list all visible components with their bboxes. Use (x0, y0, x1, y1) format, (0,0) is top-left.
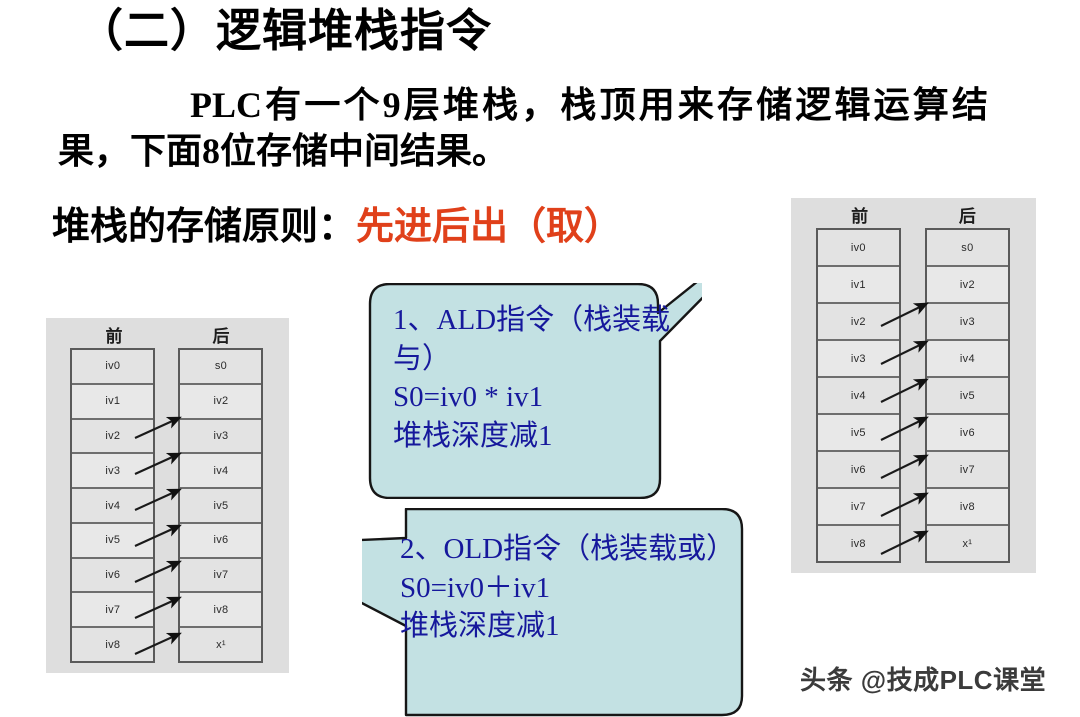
ald-callout-title: 1、ALD指令（栈装载与） (393, 304, 671, 375)
ald-after-column-heading: 后 (958, 207, 976, 226)
ald-before-cell: iv1 (817, 267, 900, 304)
storage-principle-line: 堆栈的存储原则：先进后出（取） (52, 205, 622, 251)
old-callout: 2、OLD指令（栈装载或） S0=iv0＋iv1 堆栈深度减1 (362, 508, 744, 717)
old-callout-formula: S0=iv0＋iv1 (400, 571, 551, 604)
old-before-cell: iv6 (72, 558, 154, 594)
ald-before-cell: iv5 (817, 415, 900, 452)
old-after-cell: iv4 (180, 454, 262, 490)
old-callout-note: 堆栈深度减1 (400, 610, 560, 643)
old-before-cell: iv7 (72, 593, 154, 629)
old-after-cell: iv6 (180, 523, 262, 559)
body-paragraph: PLC有一个9层堆栈，栈顶用来存储逻辑运算结果，下面8位存储中间结果。 (58, 82, 988, 174)
storage-principle-label: 堆栈的存储原则： (52, 206, 357, 248)
ald-before-column-heading: 前 (851, 207, 869, 226)
old-after-cell: x¹ (180, 628, 262, 662)
ald-before-cell: iv8 (817, 526, 900, 561)
old-before-cell: iv4 (72, 489, 154, 524)
ald-before-cell: iv2 (817, 304, 900, 341)
old-callout-shape (362, 508, 744, 717)
ald-after-cell: iv4 (926, 341, 1009, 378)
ald-callout-note: 堆栈深度减1 (393, 419, 553, 452)
ald-after-cell: s0 (926, 230, 1009, 267)
old-after-cell: iv2 (180, 384, 262, 420)
old-after-cell: iv3 (180, 419, 262, 455)
ald-after-cell: iv7 (926, 452, 1009, 489)
old-before-cell: iv0 (72, 350, 154, 385)
old-callout-text: 2、OLD指令（栈装载或） S0=iv0＋iv1 堆栈深度减1 (400, 530, 736, 646)
ald-callout-text: 1、ALD指令（栈装载与） S0=iv0 * iv1 堆栈深度减1 (393, 301, 685, 455)
ald-after-cell: iv8 (926, 489, 1009, 526)
old-after-cell: iv7 (180, 558, 262, 594)
old-before-cell: iv1 (72, 384, 154, 420)
ald-callout-formula: S0=iv0 * iv1 (393, 381, 544, 414)
ald-after-cell: iv6 (926, 415, 1009, 452)
old-before-cell: iv5 (72, 523, 154, 559)
old-after-cell: iv8 (180, 593, 262, 629)
old-after-column-heading: 后 (212, 327, 230, 346)
storage-principle-value: 先进后出（取） (356, 206, 623, 248)
old-before-cell: iv3 (72, 454, 154, 490)
watermark: 头条 @技成PLC课堂 (800, 665, 1047, 695)
ald-callout: 1、ALD指令（栈装载与） S0=iv0 * iv1 堆栈深度减1 (368, 283, 702, 499)
old-before-cell: iv8 (72, 628, 154, 662)
ald-before-cell: iv3 (817, 341, 900, 378)
old-after-cell: s0 (180, 350, 262, 385)
ald-before-cell: iv7 (817, 489, 900, 526)
page-title: （二）逻辑堆栈指令 (78, 6, 493, 56)
ald-after-cell: x¹ (926, 526, 1009, 561)
ald-before-cell: iv0 (817, 230, 900, 267)
old-before-column-heading: 前 (105, 327, 123, 346)
old-after-cell: iv5 (180, 489, 262, 524)
ald-before-cell: iv4 (817, 378, 900, 415)
ald-callout-shape (368, 283, 702, 499)
ald-after-cell: iv3 (926, 304, 1009, 341)
ald-after-cell: iv2 (926, 267, 1009, 304)
old-before-cell: iv2 (72, 419, 154, 455)
ald-after-cell: iv5 (926, 378, 1009, 415)
paragraph-text: PLC有一个9层堆栈，栈顶用来存储逻辑运算结果，下面8位存储中间结果。 (58, 85, 988, 172)
ald-before-cell: iv6 (817, 452, 900, 489)
old-callout-title: 2、OLD指令（栈装载或） (400, 533, 736, 565)
